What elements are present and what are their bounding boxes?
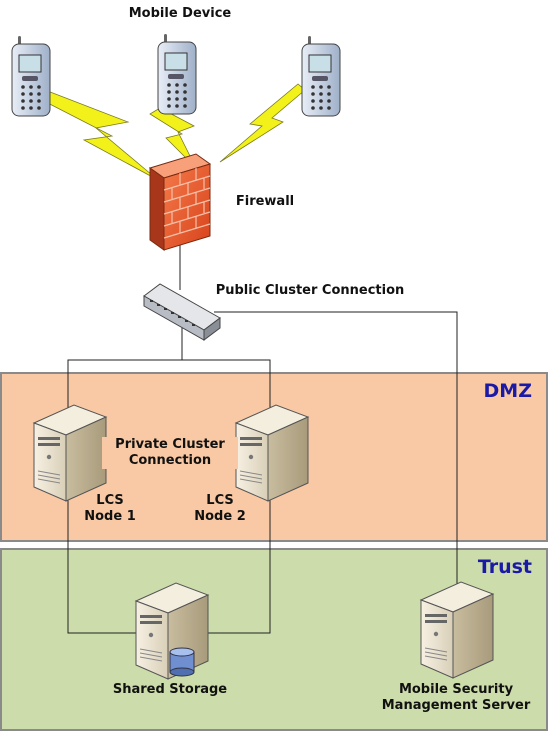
lcs-node1-label: LCS Node 1 [76,493,144,525]
firewall-label: Firewall [235,194,295,209]
dmz-label: DMZ [483,380,532,402]
msms-label-line2: Management Server [381,698,531,713]
private-cluster-label-line2: Connection [128,453,212,468]
lcs-node2-label: LCS Node 2 [186,493,254,525]
msms-label-line1: Mobile Security [398,682,514,697]
private-cluster-label-line1: Private Cluster [115,437,225,452]
lcs-node2-label-line1: LCS [206,493,234,508]
msms-label: Mobile Security Management Server [366,682,546,714]
mobile-phone-icon [157,33,197,115]
lcs-node2-label-line2: Node 2 [194,509,246,524]
server-icon [420,581,494,679]
lcs-node1-label-line1: LCS [96,493,124,508]
mobile-phone-icon [11,35,51,117]
trust-label: Trust [477,556,532,578]
mobile-device-label: Mobile Device [128,6,232,21]
shared-storage-label: Shared Storage [112,682,228,697]
database-icon [169,647,195,677]
mobile-phone-icon [301,35,341,117]
cluster-links [67,312,271,634]
network-switch-icon [143,283,221,341]
msms-link [214,311,458,592]
server-icon [235,404,309,502]
lcs-node1-label-line2: Node 1 [84,509,136,524]
server-icon [33,404,107,502]
firewall-icon [148,153,212,251]
public-cluster-connection-label: Public Cluster Connection [215,283,405,298]
private-cluster-connection-label: Private Cluster Connection [102,437,238,469]
